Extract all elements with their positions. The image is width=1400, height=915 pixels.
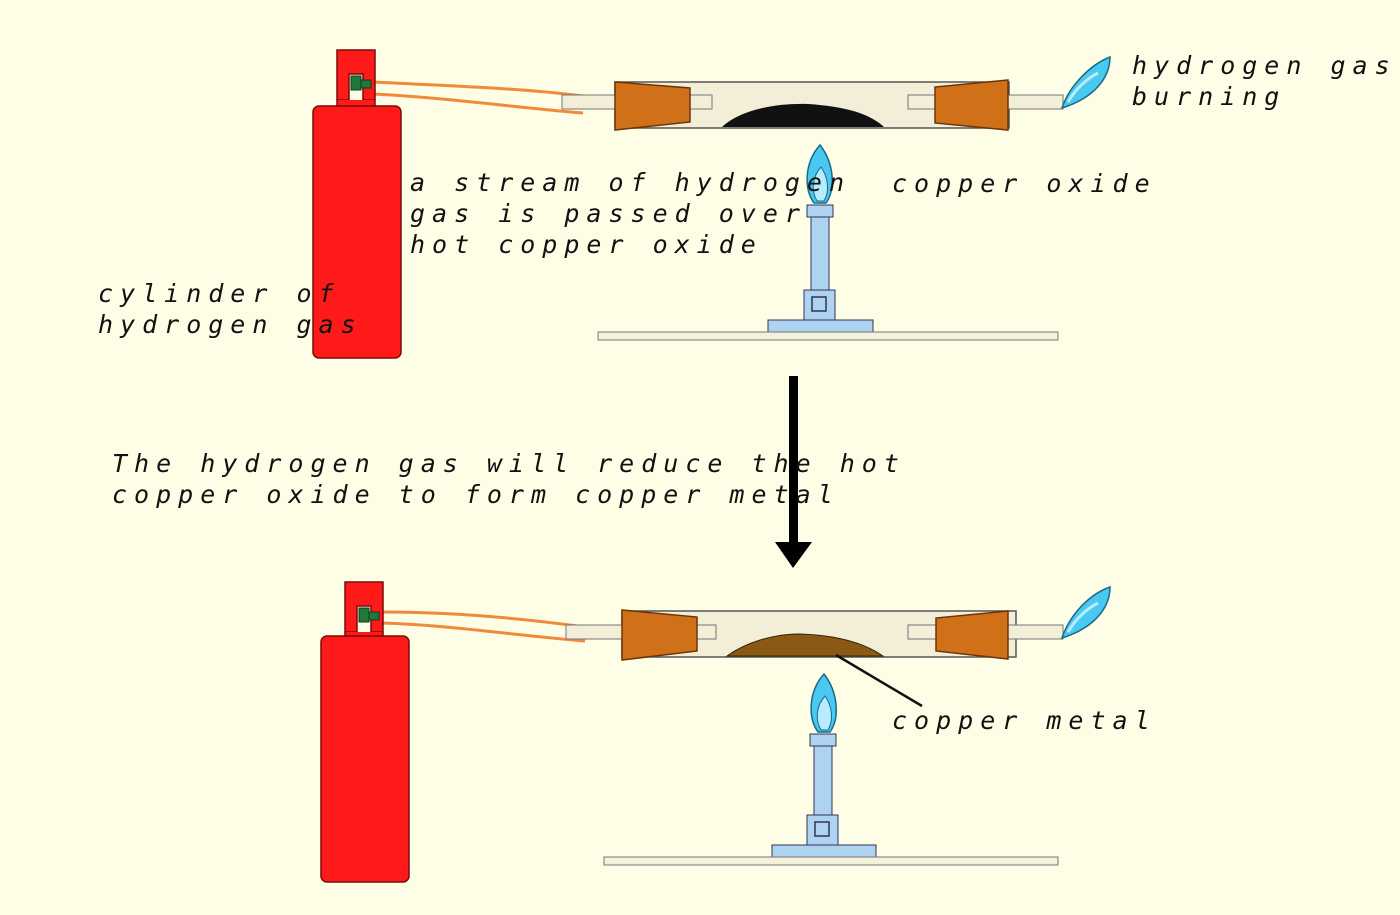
bottom-bench (603, 856, 1059, 866)
label-cylinder-line2: hydrogen gas (98, 310, 363, 339)
bottom-bunsen-burner (771, 673, 877, 858)
top-hose (373, 80, 584, 115)
copper-oxide-heap (722, 103, 884, 127)
top-bench (597, 331, 1059, 341)
label-hydrogen-burning-line2: burning (1132, 82, 1287, 111)
label-hydrogen-burning-line1: hydrogen gas (1132, 51, 1397, 80)
bottom-apparatus (320, 581, 1111, 883)
bottom-hose (381, 610, 586, 643)
label-stream-line3: hot copper oxide (410, 230, 763, 259)
label-reduce-line1: The hydrogen gas will reduce the hot (112, 449, 906, 478)
top-bunsen-burner (767, 144, 874, 333)
label-stream-line1: a stream of hydrogen (410, 168, 852, 197)
bottom-combustion-tube (565, 609, 1064, 661)
label-copper-oxide: copper oxide (892, 169, 1157, 198)
label-copper-metal: copper metal (892, 706, 1157, 735)
top-gas-cylinder (312, 49, 402, 359)
copper-metal-pointer (835, 653, 923, 708)
arrow-down-icon (775, 376, 812, 568)
flame-icon (810, 673, 837, 733)
bottom-gas-cylinder (320, 581, 410, 883)
label-cylinder-line1: cylinder of (98, 279, 341, 308)
label-reduce-line2: copper oxide to form copper metal (112, 480, 840, 509)
label-stream-line2: gas is passed over (410, 199, 807, 228)
top-combustion-tube (561, 79, 1064, 131)
top-apparatus (312, 49, 1111, 359)
copper-metal-heap (725, 633, 885, 657)
bottom-hydrogen-flame (1060, 585, 1111, 640)
top-hydrogen-flame (1060, 55, 1111, 110)
